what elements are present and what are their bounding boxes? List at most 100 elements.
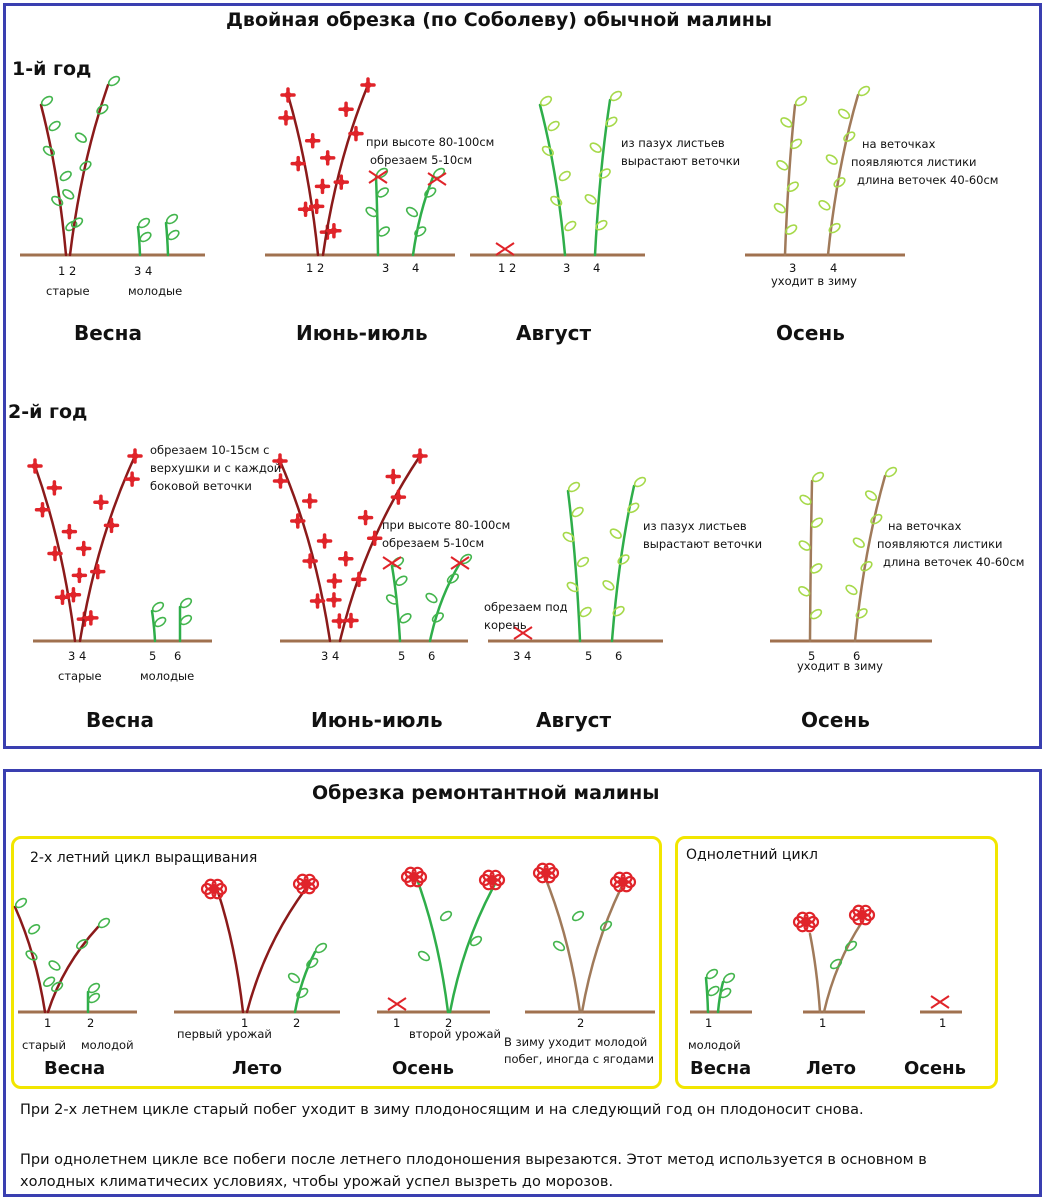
berry (362, 514, 369, 521)
leaf (598, 168, 611, 179)
leaf (789, 138, 803, 150)
r-p1-n2: 2 (87, 1016, 95, 1030)
paragraph-one-year-2: холодных климатичесих условиях, чтобы ур… (20, 1174, 614, 1190)
leaf (539, 95, 553, 107)
leaf (633, 476, 647, 488)
leaf (139, 231, 152, 243)
y1-autumn-note-1: на веточках (862, 137, 936, 151)
y1-season-autumn: Осень (776, 321, 845, 345)
leaf (87, 992, 101, 1004)
y1-august-nums: 1 2 (498, 261, 517, 275)
cane (428, 561, 462, 643)
paragraph-one-year-1: При однолетнем цикле все побеги после ле… (20, 1152, 927, 1168)
cut-mark (387, 997, 407, 1011)
y1-summer-nums: 1 2 (306, 261, 325, 275)
r-two-season-summer: Лето (232, 1058, 282, 1079)
y1-autumn-note-3: длина веточек 40-60см (857, 173, 999, 187)
leaf (547, 120, 560, 132)
r-two-season-autumn: Осень (392, 1058, 454, 1079)
y2-spring-nums-old: 3 4 (68, 649, 87, 663)
cane (33, 464, 77, 643)
one-year-cycle-box (675, 836, 998, 1089)
y2-autumn-num-6: 6 (853, 649, 861, 663)
leaf (385, 594, 399, 605)
leaf (391, 556, 405, 568)
bottom-title: Обрезка ремонтантной малины (312, 782, 660, 804)
berry (336, 617, 343, 625)
leaf (376, 187, 389, 198)
cane (278, 459, 332, 643)
leaf (70, 217, 84, 228)
leaf (799, 494, 812, 506)
r-p1-young: молодой (81, 1038, 134, 1052)
cane (321, 83, 370, 257)
y2-autumn-num-5: 5 (808, 649, 816, 663)
leaf (809, 608, 823, 620)
y2-autumn-note-3: длина веточек 40-60см (883, 555, 1025, 569)
cut-mark (495, 242, 515, 256)
y2-august-num-5: 5 (585, 649, 593, 663)
leaf (151, 601, 165, 613)
berry (94, 568, 102, 575)
leaf (589, 142, 602, 153)
berry (330, 227, 338, 235)
y1-summer-note-1: при высоте 80-100см (366, 135, 495, 149)
leaf (609, 528, 622, 539)
berry (306, 497, 314, 505)
y2-summer-nums: 3 4 (321, 649, 340, 663)
berry (97, 498, 105, 506)
r-p2-n1: 1 (241, 1016, 249, 1030)
cut-mark (382, 556, 402, 570)
cane (286, 93, 320, 257)
leaf (377, 226, 390, 237)
berry-cluster (857, 910, 867, 920)
leaf (794, 95, 808, 107)
leaf (79, 160, 92, 172)
cane (216, 890, 245, 1014)
leaf (705, 968, 719, 980)
leaf (576, 556, 590, 568)
leaf (296, 987, 309, 999)
r-one-young: молодой (688, 1038, 741, 1052)
leaf (25, 950, 38, 961)
leaf (48, 120, 61, 132)
y2-autumn-note-1: на веточках (888, 519, 962, 533)
cane (245, 885, 309, 1014)
leaf (395, 575, 408, 587)
leaf (855, 608, 868, 619)
leaf (154, 616, 167, 628)
r-p1-n1: 1 (44, 1016, 52, 1030)
leaf (414, 226, 427, 237)
berry (51, 550, 59, 557)
leaf (431, 612, 444, 623)
berry (76, 572, 83, 579)
cane (853, 474, 887, 643)
leaf (860, 561, 873, 572)
berry (39, 506, 46, 514)
berry (309, 137, 316, 145)
y2-autumn-note-2: появляются листики (877, 537, 1003, 551)
leaf (541, 145, 554, 157)
y2-season-august: Август (536, 708, 612, 732)
leaf (627, 502, 640, 514)
leaf (425, 592, 438, 604)
cane (46, 925, 100, 1014)
y1-autumn-num-3: 3 (789, 261, 797, 275)
y1-season-august: Август (516, 321, 592, 345)
r-two-season-spring: Весна (44, 1058, 106, 1079)
leaf (810, 563, 823, 574)
leaf (595, 219, 608, 231)
y2-august-note-2: вырастают веточки (643, 537, 763, 551)
leaf (424, 187, 437, 198)
cane (416, 880, 450, 1014)
berry (337, 178, 345, 186)
leaf (602, 580, 615, 591)
one-year-cycle-label: Однолетний цикл (686, 847, 818, 863)
y2-spring-num-5: 5 (149, 649, 157, 663)
leaf (306, 957, 319, 969)
y1-season-spring: Весна (74, 321, 142, 345)
berry (364, 81, 372, 89)
cane (566, 489, 582, 643)
cane (448, 882, 497, 1014)
